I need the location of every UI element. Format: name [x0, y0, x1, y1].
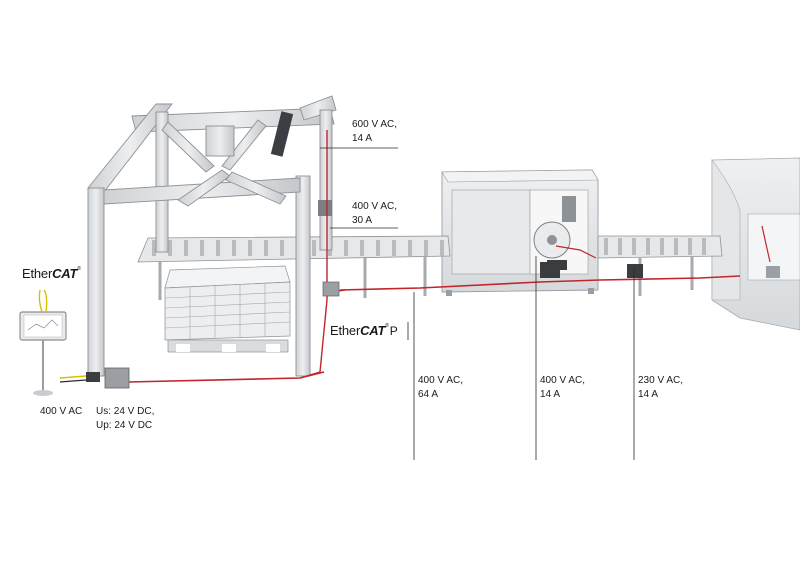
roller	[248, 240, 252, 256]
board-stack	[164, 265, 291, 353]
roller	[604, 238, 608, 255]
ethercat-p-logo: EtherCAT®P	[330, 323, 398, 338]
gantry-drive	[270, 111, 294, 157]
roller	[674, 238, 678, 255]
roller	[376, 240, 380, 256]
rollers-right	[604, 238, 706, 255]
roller	[312, 240, 316, 256]
callout-gantry-top: 600 V AC,14 A	[352, 119, 398, 144]
callout-conveyor: 400 V AC,64 A	[418, 375, 464, 400]
callout-control-voltage: Us: 24 V DC,Up: 24 V DC	[96, 406, 155, 431]
roller	[632, 238, 636, 255]
roller	[184, 240, 188, 256]
outfeed-conveyor	[597, 235, 723, 296]
roller	[264, 240, 268, 256]
roller	[216, 240, 220, 256]
gantry-motor	[318, 200, 332, 216]
roller	[200, 240, 204, 256]
roller	[646, 238, 650, 255]
callout-saw: 400 V AC,14 A	[540, 375, 586, 400]
roller	[440, 240, 444, 256]
junction-box-gantry	[322, 281, 340, 297]
hmi-panel	[19, 289, 67, 396]
junction-box-outfeed	[627, 264, 643, 278]
distribution-box	[59, 367, 130, 389]
roller	[280, 240, 284, 256]
roller	[660, 238, 664, 255]
leader-lines	[320, 147, 635, 460]
roller	[168, 240, 172, 256]
power-cable	[127, 275, 741, 383]
roller	[702, 238, 706, 255]
saw-machine	[441, 169, 599, 296]
callout-gantry-mid: 400 V AC,30 A	[352, 201, 398, 226]
roller	[344, 240, 348, 256]
ethercat-logo-left: EtherCAT®	[22, 266, 81, 281]
right-machine	[711, 157, 800, 331]
roller	[618, 238, 622, 255]
roller	[688, 238, 692, 255]
roller	[392, 240, 396, 256]
junction-box-saw	[540, 262, 560, 278]
roller	[408, 240, 412, 256]
roller	[232, 240, 236, 256]
callout-outfeed: 230 V AC,14 A	[638, 375, 684, 400]
roller	[152, 240, 156, 256]
callout-supply: 400 V AC	[40, 406, 83, 417]
roller	[360, 240, 364, 256]
roller	[424, 240, 428, 256]
